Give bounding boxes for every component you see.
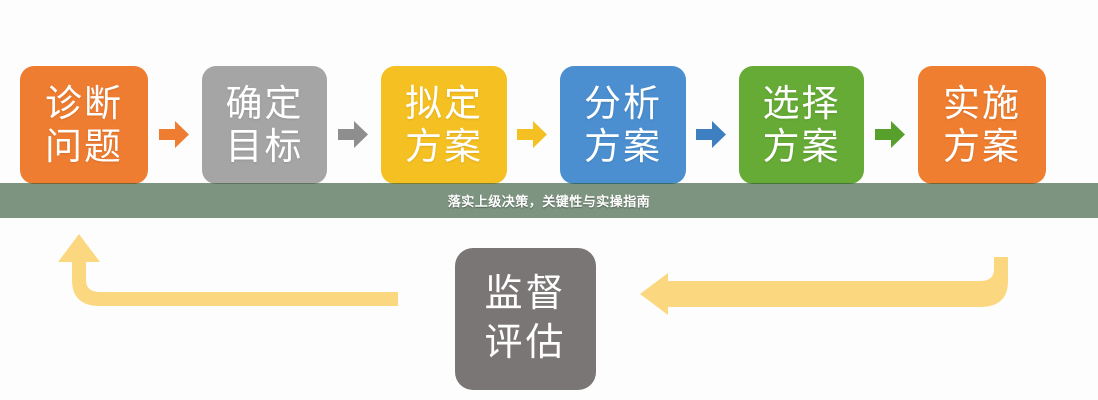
arrow-right-icon: [516, 119, 548, 150]
flow-step-line-2: 方案: [943, 126, 1021, 167]
flow-step-set-objective[interactable]: 确定 目标: [202, 66, 327, 184]
flow-step-line-1: 分析: [584, 82, 662, 124]
caption-text: 落实上级决策，关键性与实操指南: [447, 194, 651, 209]
arrow-right-icon: [874, 119, 906, 150]
arrow-right-icon: [158, 119, 190, 150]
flow-step-line-1: 确定: [225, 82, 304, 124]
flow-step-line-2: 问题: [45, 126, 123, 167]
feedback-arrow-up-left-icon: [40, 232, 400, 322]
flow-step-line-2: 方案: [405, 126, 483, 167]
flow-step-implement-plan[interactable]: 实施 方案: [918, 66, 1046, 184]
flow-step-select-plan[interactable]: 选择 方案: [739, 66, 864, 184]
flow-step-line-1: 实施: [943, 82, 1021, 124]
flow-step-line-2: 方案: [762, 126, 841, 167]
flow-step-line-2: 目标: [225, 126, 304, 167]
flow-step-draft-plan[interactable]: 拟定 方案: [381, 66, 507, 184]
flow-step-monitor-evaluate[interactable]: 监督 评估: [455, 248, 596, 390]
arrow-right-icon: [337, 119, 369, 150]
flow-step-line-1: 选择: [762, 82, 841, 124]
flow-step-line-1: 诊断: [45, 82, 123, 124]
flow-step-line-1: 监督: [484, 273, 567, 316]
flow-step-line-2: 方案: [584, 126, 662, 167]
flow-step-line-1: 拟定: [405, 82, 483, 124]
arrow-right-icon: [695, 119, 727, 150]
feedback-arrow-down-left-icon: [638, 255, 1010, 317]
flow-step-line-2: 评估: [484, 322, 567, 364]
flow-step-analyze-plan[interactable]: 分析 方案: [560, 66, 686, 184]
caption-banner: 落实上级决策，关键性与实操指南: [0, 183, 1098, 218]
flow-step-diagnose-problem[interactable]: 诊断 问题: [20, 66, 148, 184]
